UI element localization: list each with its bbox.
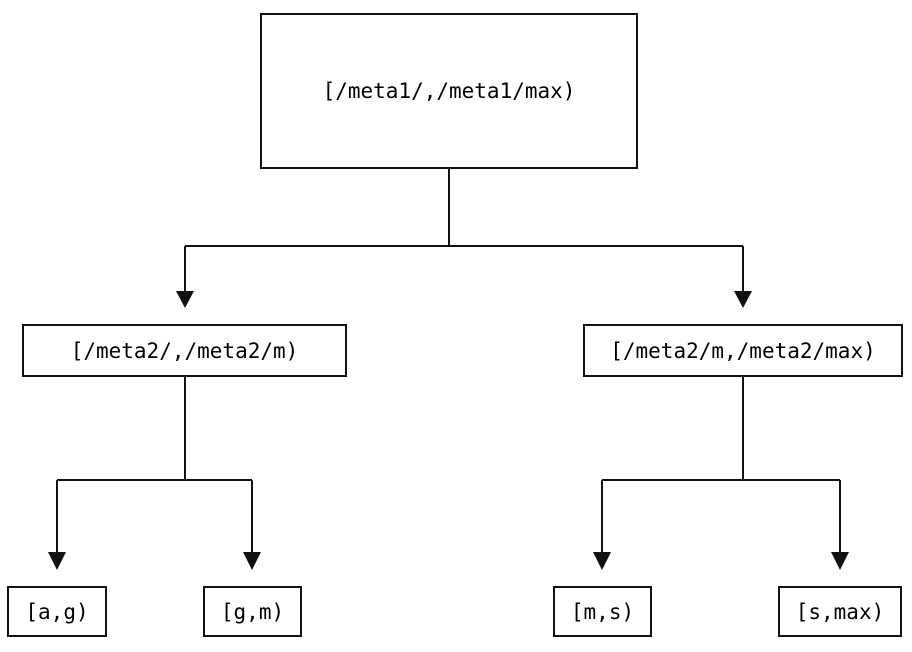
node-left-range: [/meta2/,/meta2/m): [22, 324, 347, 377]
node-leaf-smax-label: [s,max): [795, 599, 885, 624]
node-leaf-ag-label: [a,g): [25, 599, 89, 624]
node-leaf-ag: [a,g): [7, 586, 107, 637]
node-right-range-label: [/meta2/m,/meta2/max): [610, 338, 876, 363]
arrowhead-leaf2-icon: [243, 552, 261, 570]
node-leaf-ms: [m,s): [553, 586, 652, 637]
arrowhead-leaf4-icon: [831, 552, 849, 570]
node-root: [/meta1/,/meta1/max): [260, 13, 638, 169]
node-leaf-ms-label: [m,s): [570, 599, 635, 624]
node-left-range-label: [/meta2/,/meta2/m): [70, 338, 299, 363]
node-root-label: [/meta1/,/meta1/max): [322, 79, 576, 103]
arrowhead-left-icon: [176, 291, 194, 308]
node-right-range: [/meta2/m,/meta2/max): [583, 324, 903, 377]
node-leaf-gm-label: [g,m): [220, 599, 285, 624]
node-leaf-smax: [s,max): [778, 586, 902, 637]
arrowhead-leaf1-icon: [48, 552, 66, 570]
arrowhead-leaf3-icon: [593, 552, 611, 570]
node-leaf-gm: [g,m): [203, 586, 302, 637]
arrowhead-right-icon: [734, 291, 752, 308]
